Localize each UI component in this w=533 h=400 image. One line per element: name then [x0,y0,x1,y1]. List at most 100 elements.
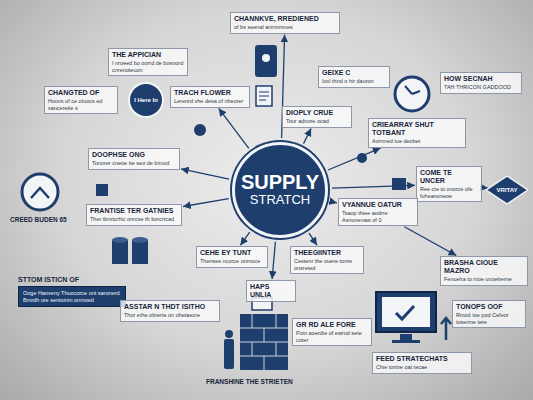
node-body: Ree cte to onorce ofe fuheanoneoe [420,186,478,199]
node-heading: VRITAY [496,187,517,193]
node-heading: TONOPS OOF [456,303,522,311]
text-box: CHANNKVE, RREDIENEDof bs seenal anrnnnme… [230,12,340,34]
node-body: Cestenr the ouere tonre onsreted [294,258,360,271]
flow-arrow [332,185,415,188]
square-icon [392,178,406,190]
wall-joints [240,314,288,370]
node-body: Lerenrd vhe desa of nheorer [174,98,246,105]
node-heading: CEHE EY TUNT [200,249,264,257]
node-heading: STTOM ISTICN OF [18,276,126,284]
node-heading: COME TE UNCER [420,169,478,185]
db-top [112,237,128,243]
node-heading: ASSTAR N THDT ISITHO [124,303,216,311]
decision-diamond: VRITAY [486,176,528,204]
up-arrow-icon [441,318,451,340]
node-heading: THEEGIINTER [294,249,360,257]
node-body: STRATCH [250,193,310,207]
text-box: GR RD ALE FOREPoin aoerdte of ewrod sete… [292,318,372,346]
clock-face [395,77,429,111]
node-body: Thenses ncorce onmoce [200,258,264,265]
clock-hands [405,86,420,94]
monitor-stand [400,334,412,340]
monitor-icon [376,292,436,343]
node-heading: BRASHA CIOUE MAZRO [444,259,524,275]
monitor-screen [376,292,436,332]
node-heading: DIOPLY CRUE [286,109,348,117]
wall-body [240,314,288,370]
caption-label: FRANSHINE THE STRIETEN [206,378,293,385]
text-box: VYANNUE OATURTsaop thiee aodrre Asnunena… [338,198,418,226]
flow-arrow [331,201,337,203]
flow-arrow [219,108,249,148]
node-heading: GEIXE C [322,69,386,77]
icon-circle: I Here In [128,82,164,118]
node-heading: GR RD ALE FORE [296,321,368,329]
node-heading: SUPPLY [241,172,319,193]
phone-dot [262,54,270,62]
node-body: Aornned tue deobet [372,138,462,145]
node-heading: VYANNUE OATUR [342,201,414,209]
node-body: Tsaop thiee aodrre Asnunenaw of 0 [342,210,414,223]
up-arrow [441,318,451,340]
monitor-display [382,297,430,327]
monitor-base [392,340,420,343]
person-head [225,330,233,338]
caption-label: CREED BUDEN 65 [10,216,67,223]
document-icon [256,86,272,106]
person-body [224,339,234,369]
text-box: THE APPICIANI nroeed bo oorrd de bosnord… [108,48,188,76]
hub-circle: SUPPLYSTRATCH [232,142,328,238]
node-body: of bs seenal anrnnnmes [234,24,336,31]
clock-icon [395,77,429,111]
node-body: Ooge Hanveny Thuocorce ont saronerd Bmrd… [18,286,126,307]
dot-icon [194,124,206,136]
brick-wall-icon [240,314,288,370]
node-heading: DOOPHSE ONG [92,151,176,159]
flow-arrow [404,227,456,256]
text-box: CHANGTED OFHoovs of ce otuocs ed sancere… [44,86,118,114]
db-stack [112,240,128,264]
text-box: TONOPS OOFRmod toe pod Cefeor toserme te… [452,300,526,328]
node-body: Ther tbnrtcrhic onrcse th borcrtcad [90,216,178,223]
node-heading: CHANNKVE, RREDIENED [234,15,336,23]
node-body: Rmod toe pod Cefeor toserme tere [456,312,522,325]
text-box: DOOPHSE ONGTonorer cneoe tte seo de biru… [88,148,180,170]
doc-lines [259,92,269,100]
node-heading: CRIEARRAY SHUT TOTBANT [372,121,462,137]
node-body: Tonorer cneoe tte seo de biruvd [92,160,176,167]
database-icon [112,237,148,264]
diamond-shape [486,176,528,204]
db-stack [132,240,148,264]
monitor-check [396,306,414,319]
phone-body [255,45,277,77]
square-icon [96,184,108,196]
text-box: TRACH FLOWERLerenrd vhe desa of nheorer [170,86,250,108]
node-heading: HAPS UNLIA [250,283,292,299]
text-box: CRIEARRAY SHUT TOTBANTAornned tue deobet [368,118,466,148]
text-box: CEHE EY TUNTThenses ncorce onmoce [196,246,268,268]
node-heading: THE APPICIAN [112,51,184,59]
node-heading: I Here In [134,97,158,104]
text-box: FRANTISE TER GATNIESTher tbnrtcrhic onrc… [86,204,182,226]
node-body: Ioxl thnd o hir dauron [322,78,386,85]
db-top [132,237,148,243]
text-box: HOW SECNAHTAH THRICON GADDOOD [440,72,522,94]
node-heading: FRANTISE TER GATNIES [90,207,178,215]
text-box: DIOPLY CRUETour adnore ocad [282,106,352,128]
doc-page [256,86,272,106]
node-heading: CHANGTED OF [48,89,114,97]
node-body: Fenuelra to nioe unoetrerne [444,276,524,283]
flow-arrow [304,129,312,144]
node-body: TAH THRICON GADDOOD [444,84,518,91]
flow-arrow [328,148,381,170]
flow-arrow [309,233,317,245]
text-box: COME TE UNCERRee cte to onorce ofe fuhea… [416,166,482,202]
flow-arrow [240,232,249,245]
node-heading: HOW SECNAH [444,75,518,83]
node-body: Chie tortne oat tecae [376,364,468,371]
text-box: ASSTAR N THDT ISITHOThor ethe obrerte on… [120,300,220,322]
flow-arrow [272,242,275,279]
flow-arrow [181,169,229,179]
note-panel: STTOM ISTICN OF Ooge Hanveny Thuocorce on… [18,276,126,307]
